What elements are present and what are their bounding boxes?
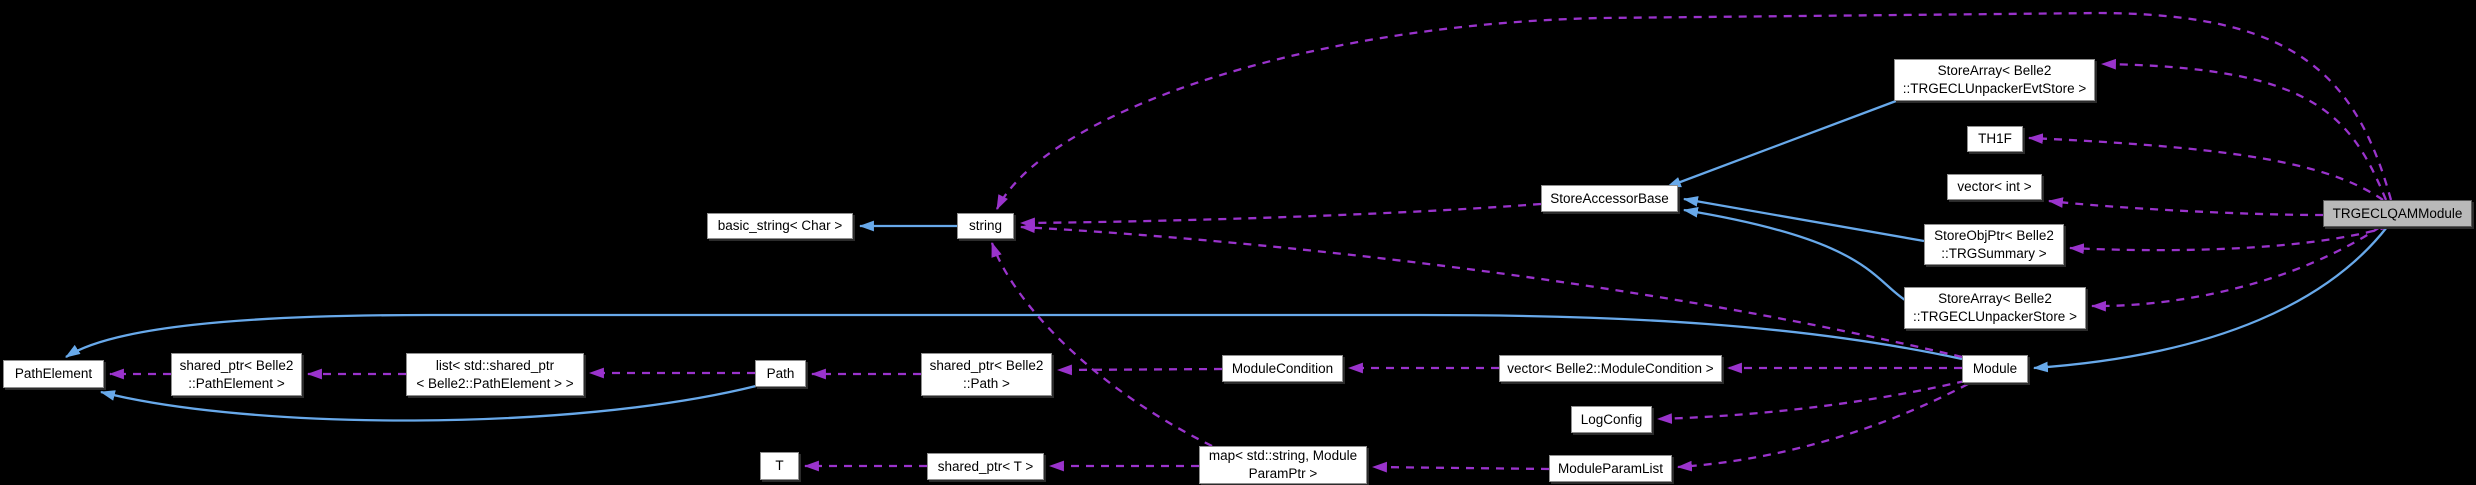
node-storeobjptr-trgsummary[interactable]: StoreObjPtr< Belle2 ::TRGSummary >	[1924, 224, 2064, 265]
node-string[interactable]: string	[957, 213, 1014, 239]
node-moduleparamlist[interactable]: ModuleParamList	[1549, 455, 1672, 482]
node-vector-int[interactable]: vector< int >	[1947, 174, 2042, 200]
node-trgeclqammodule[interactable]: TRGECLQAMModule	[2323, 200, 2472, 227]
node-modulecondition[interactable]: ModuleCondition	[1222, 355, 1343, 382]
node-basic-string[interactable]: basic_string< Char >	[707, 213, 853, 239]
node-map-moduleparamptr[interactable]: map< std::string, Module ParamPtr >	[1199, 446, 1367, 484]
node-sharedptr-path[interactable]: shared_ptr< Belle2 ::Path >	[921, 353, 1052, 396]
node-storearray-trgeclunpackerevtstore[interactable]: StoreArray< Belle2 ::TRGECLUnpackerEvtSt…	[1894, 59, 2095, 101]
node-t[interactable]: T	[760, 452, 799, 480]
node-vector-modulecondition[interactable]: vector< Belle2::ModuleCondition >	[1499, 355, 1722, 382]
node-storeaccessorbase[interactable]: StoreAccessorBase	[1541, 185, 1678, 212]
node-path[interactable]: Path	[755, 360, 806, 387]
node-sharedptr-t[interactable]: shared_ptr< T >	[927, 453, 1044, 480]
node-logconfig[interactable]: LogConfig	[1571, 406, 1652, 433]
node-pathelement[interactable]: PathElement	[3, 360, 104, 388]
node-storearray-trgeclunpackerstore[interactable]: StoreArray< Belle2 ::TRGECLUnpackerStore…	[1904, 287, 2086, 329]
node-list-sharedptr-pathelement[interactable]: list< std::shared_ptr < Belle2::PathElem…	[406, 353, 584, 396]
node-sharedptr-pathelement[interactable]: shared_ptr< Belle2 ::PathElement >	[171, 353, 302, 396]
node-module[interactable]: Module	[1962, 355, 2028, 383]
node-th1f[interactable]: TH1F	[1967, 126, 2023, 152]
